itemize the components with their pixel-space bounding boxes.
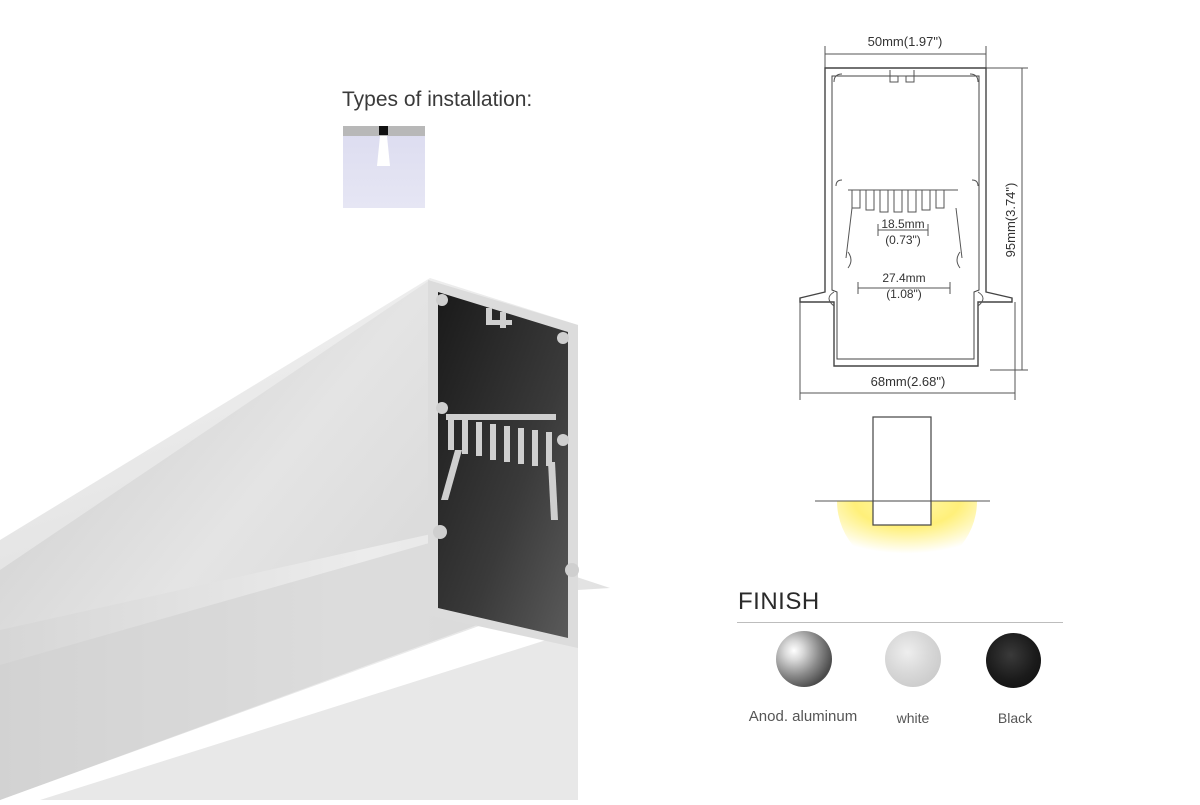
- dim-top-width: 50mm(1.97"): [868, 34, 943, 49]
- finish-label-anodized-aluminum: Anod. aluminum: [748, 708, 858, 725]
- profile-product-image: [0, 270, 620, 800]
- dim-inner-bottom: 27.4mm: [882, 271, 925, 285]
- dimension-drawing: 50mm(1.97") 95mm(3.74") 18.5mm (0.73") 2…: [790, 30, 1040, 405]
- finish-swatch-black: [986, 633, 1041, 688]
- dim-inner-bottom-in: (1.08"): [886, 287, 922, 301]
- dim-height: 95mm(3.74"): [1003, 183, 1018, 258]
- installation-title: Types of installation:: [342, 88, 533, 111]
- dim-bottom-width: 68mm(2.68"): [871, 374, 946, 389]
- dim-inner-top-in: (0.73"): [885, 233, 921, 247]
- finish-label-black: Black: [997, 710, 1033, 726]
- finish-swatch-white: [885, 631, 941, 687]
- dim-inner-top: 18.5mm: [881, 217, 924, 231]
- light-beam-diagram: [815, 415, 990, 575]
- finish-swatch-anodized-aluminum: [776, 631, 832, 687]
- finish-label-white: white: [896, 710, 930, 726]
- finish-divider: [737, 622, 1063, 623]
- finish-title: FINISH: [738, 588, 820, 615]
- recessed-ceiling-light-icon: [343, 126, 425, 208]
